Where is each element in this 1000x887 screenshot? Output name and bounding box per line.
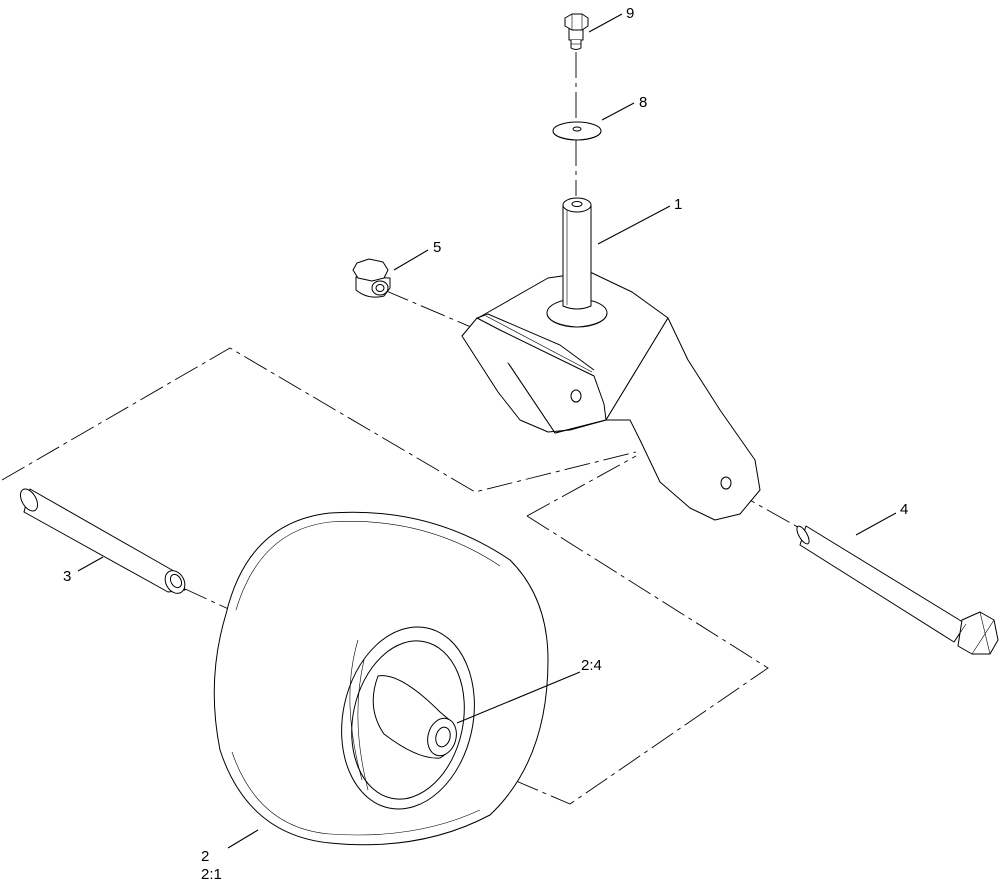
callout-5: 5 — [433, 239, 441, 256]
callout-3: 3 — [63, 568, 71, 585]
callout-2-4: 2:4 — [581, 657, 602, 674]
callout-1: 1 — [674, 196, 682, 213]
flange-nut-5 — [352, 258, 391, 298]
callout-labels: 9 8 1 5 3 4 2:4 2 2:1 — [63, 5, 908, 883]
wheel-assembly-2 — [213, 511, 549, 846]
spacer-tube-3 — [19, 488, 186, 594]
callout-2-1: 2:1 — [201, 866, 222, 883]
callout-8: 8 — [639, 94, 647, 111]
hex-bolt-9 — [564, 13, 589, 50]
callout-4: 4 — [900, 501, 908, 518]
caster-fork-1 — [461, 197, 761, 521]
callout-9: 9 — [626, 5, 634, 22]
leader-lines — [77, 13, 897, 849]
flat-washer-8 — [552, 121, 602, 141]
assembly-centerlines — [1, 52, 804, 805]
axle-bolt-4 — [796, 525, 999, 655]
callout-2: 2 — [201, 848, 209, 865]
